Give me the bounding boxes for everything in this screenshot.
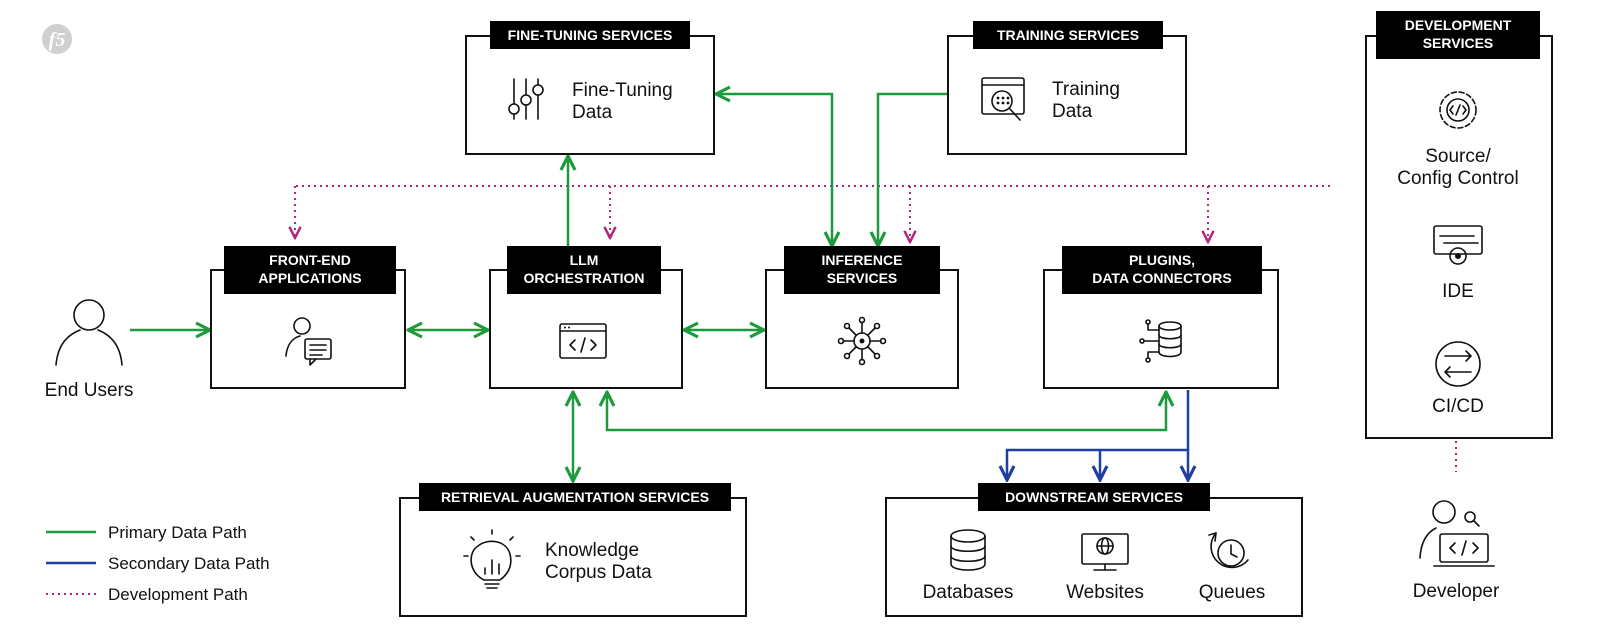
source-control-label-1: Source/ — [1425, 146, 1491, 167]
ide-label: IDE — [1442, 281, 1474, 302]
front-end-applications-box: FRONT-END APPLICATIONS — [210, 246, 406, 389]
knowledge-label-2: Corpus Data — [545, 562, 652, 583]
legend-secondary-label: Secondary Data Path — [108, 554, 270, 573]
fine-tuning-header: FINE-TUNING SERVICES — [508, 27, 673, 43]
websites-label: Websites — [1066, 582, 1144, 603]
f5-logo: f5 — [42, 24, 72, 54]
source-control-label-2: Config Control — [1397, 168, 1518, 189]
path-training-inference — [878, 92, 948, 246]
retrieval-augmentation-box: RETRIEVAL AUGMENTATION SERVICES Knowledg… — [399, 483, 747, 617]
cicd-label: CI/CD — [1432, 396, 1484, 417]
database-icon — [950, 529, 986, 571]
inference-header-2: SERVICES — [827, 270, 898, 286]
inference-header-1: INFERENCE — [822, 252, 903, 268]
secondary-paths — [1007, 390, 1188, 480]
fine-tuning-data-label-2: Data — [572, 102, 613, 123]
database-connector-icon — [1139, 319, 1182, 363]
code-window-icon — [559, 323, 607, 359]
training-data-icon — [981, 77, 1025, 121]
path-finetuning-inference — [716, 94, 832, 246]
downstream-header: DOWNSTREAM SERVICES — [1005, 489, 1183, 505]
end-users: End Users — [45, 299, 134, 401]
development-header-2: SERVICES — [1423, 35, 1494, 51]
end-users-label: End Users — [45, 380, 134, 401]
fine-tuning-services-box: FINE-TUNING SERVICES Fine-Tuning Data — [465, 21, 715, 155]
lightbulb-chart-icon — [463, 529, 521, 589]
retrieval-header: RETRIEVAL AUGMENTATION SERVICES — [441, 489, 709, 505]
training-header: TRAINING SERVICES — [997, 27, 1139, 43]
fine-tuning-data-label-1: Fine-Tuning — [572, 80, 673, 101]
llm-header-2: ORCHESTRATION — [523, 270, 644, 286]
ide-icon — [1433, 225, 1483, 265]
plugins-header-2: DATA CONNECTORS — [1092, 270, 1231, 286]
training-services-box: TRAINING SERVICES Training Data — [947, 21, 1187, 155]
sliders-icon — [508, 78, 544, 120]
developer: Developer — [1413, 500, 1500, 602]
globe-monitor-icon — [1081, 533, 1129, 571]
downstream-services-box: DOWNSTREAM SERVICES Databases Websites Q… — [885, 483, 1303, 617]
cicd-icon — [1435, 341, 1481, 387]
clock-queue-icon — [1208, 532, 1249, 569]
legend: Primary Data Path Secondary Data Path De… — [46, 523, 270, 604]
front-end-header-1: FRONT-END — [269, 252, 351, 268]
person-icon — [55, 299, 123, 366]
databases-label: Databases — [923, 582, 1014, 603]
training-data-label-1: Training — [1052, 79, 1120, 100]
knowledge-label-1: Knowledge — [545, 540, 639, 561]
llm-orchestration-box: LLM ORCHESTRATION — [489, 246, 683, 389]
logo-text: f5 — [49, 29, 66, 51]
plugins-data-connectors-box: PLUGINS, DATA CONNECTORS — [1043, 246, 1279, 389]
gear-code-icon — [1439, 91, 1477, 129]
development-header-1: DEVELOPMENT — [1405, 17, 1512, 33]
queues-label: Queues — [1199, 582, 1266, 603]
primary-paths — [130, 94, 1166, 481]
path-plugins-databases — [1007, 448, 1188, 480]
legend-primary-label: Primary Data Path — [108, 523, 247, 542]
developer-laptop-icon — [1419, 500, 1495, 567]
legend-development-label: Development Path — [108, 585, 248, 604]
development-services-box: DEVELOPMENT SERVICES Source/ Config Cont… — [1365, 11, 1553, 439]
developer-label: Developer — [1413, 581, 1500, 602]
plugins-header-1: PLUGINS, — [1129, 252, 1195, 268]
training-data-label-2: Data — [1052, 101, 1093, 122]
inference-services-box: INFERENCE SERVICES — [765, 246, 959, 389]
neural-network-icon — [837, 316, 887, 366]
front-end-header-2: APPLICATIONS — [258, 270, 361, 286]
user-chat-icon — [285, 317, 332, 366]
path-llm-plugins — [607, 392, 1166, 432]
llm-header-1: LLM — [570, 252, 599, 268]
